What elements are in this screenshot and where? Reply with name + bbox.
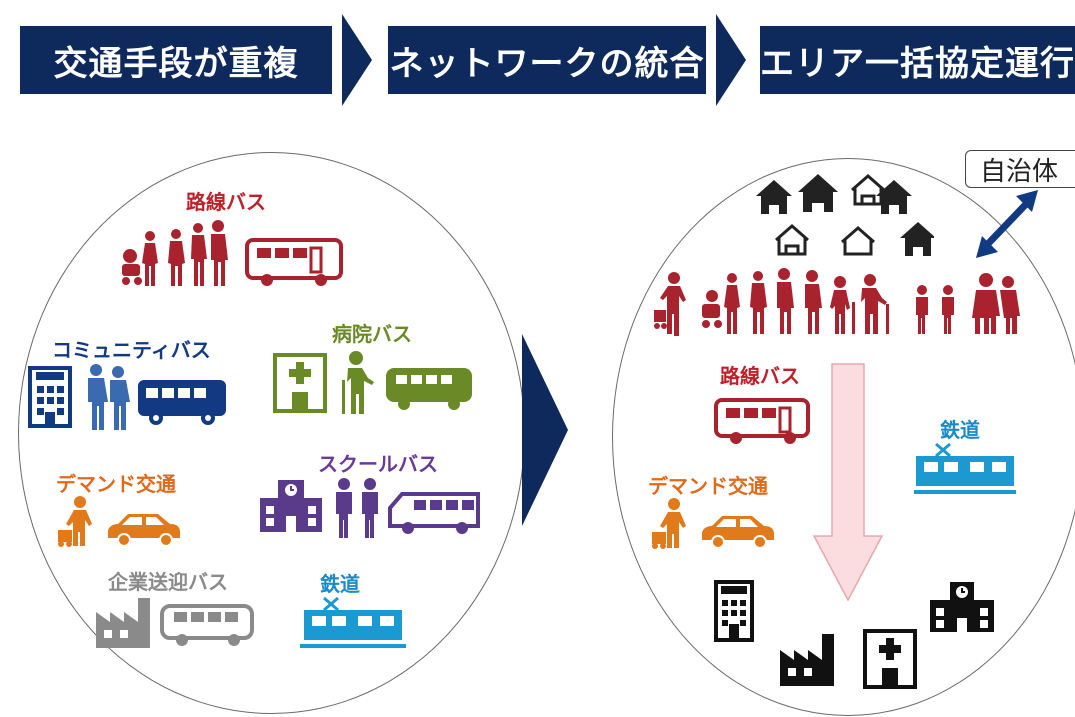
municipality-double-arrow xyxy=(976,190,1038,258)
community-building-icon xyxy=(28,366,72,428)
left-route-bus-icon xyxy=(245,238,343,286)
school-icon xyxy=(260,480,322,532)
factory-icon xyxy=(96,598,150,648)
right-railway-label: 鉄道 xyxy=(940,418,980,442)
step-arrow-1 xyxy=(342,14,372,106)
right-demand-car-icon xyxy=(702,516,774,549)
left-demand-label: デマンド交通 xyxy=(56,472,176,496)
step-1-banner: 交通手段が重複 xyxy=(20,26,332,94)
elderly-couple-icon xyxy=(88,364,130,430)
municipality-label: 自治体 xyxy=(980,156,1059,187)
elderly-with-cane-icon xyxy=(342,351,374,414)
right-route-bus-icon xyxy=(714,398,810,444)
left-railway-label: 鉄道 xyxy=(320,572,360,596)
step-arrow-2 xyxy=(716,14,746,106)
left-community-bus-label: コミュニティバス xyxy=(52,338,211,362)
step-1-label: 交通手段が重複 xyxy=(53,43,299,84)
left-company-bus-label: 企業送迎バス xyxy=(108,570,228,594)
residents-row-icon xyxy=(654,268,1020,336)
community-bus-icon xyxy=(138,380,226,425)
company-bus-icon xyxy=(160,604,254,646)
right-demand-label: デマンド交通 xyxy=(648,474,768,498)
destination-factory-icon xyxy=(780,634,834,686)
destination-school-icon xyxy=(930,582,994,632)
right-demand-person-icon xyxy=(652,498,686,549)
step-3-banner: エリア一括協定運行 xyxy=(760,26,1075,94)
houses-icon xyxy=(756,174,934,256)
hospital-icon xyxy=(273,353,327,413)
left-hospital-bus-label: 病院バス xyxy=(332,322,412,346)
school-bus-icon xyxy=(388,492,480,534)
step-3-label: エリア一括協定運行 xyxy=(760,43,1075,84)
hospital-bus-icon xyxy=(386,368,472,410)
flow-down-arrow xyxy=(812,363,884,602)
right-train-icon xyxy=(914,442,1016,494)
left-demand-person-icon xyxy=(58,496,92,547)
left-school-bus-label: スクールバス xyxy=(318,452,438,476)
step-2-banner: ネットワークの統合 xyxy=(388,26,706,94)
right-route-bus-label: 路線バス xyxy=(720,364,800,388)
left-route-bus-people-icon xyxy=(122,220,228,286)
left-train-icon xyxy=(300,596,406,648)
students-icon xyxy=(336,478,378,538)
destination-building-icon xyxy=(714,580,754,642)
transition-arrow xyxy=(522,334,568,526)
step-2-label: ネットワークの統合 xyxy=(389,43,705,84)
municipality-box: 自治体 xyxy=(965,150,1075,188)
destination-hospital-icon xyxy=(863,629,917,689)
left-demand-car-icon xyxy=(108,514,180,547)
left-route-bus-label: 路線バス xyxy=(186,190,266,214)
